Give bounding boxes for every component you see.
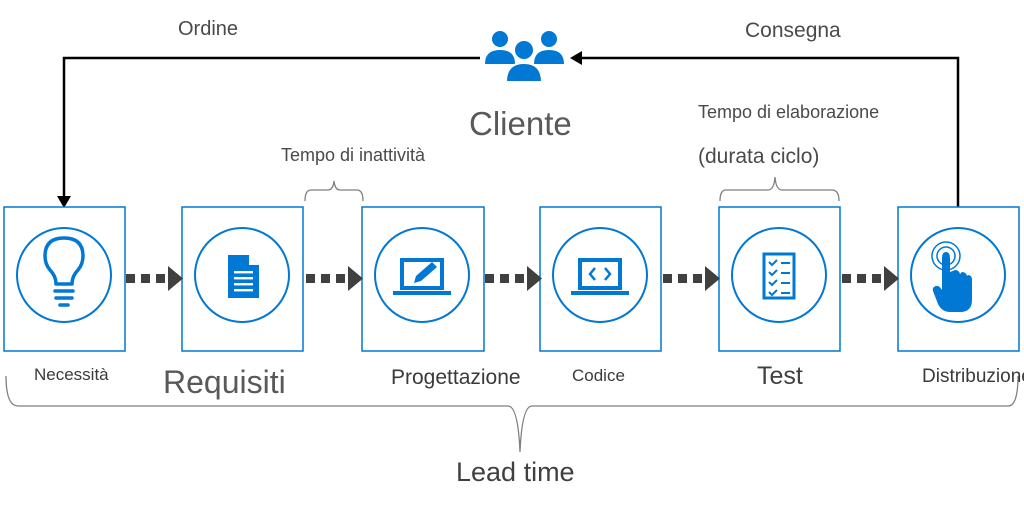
touch-hand-icon (931, 241, 972, 312)
stage-box-5 (718, 206, 841, 352)
checklist-icon (762, 252, 796, 300)
stage-box-1 (3, 206, 126, 352)
flow-arrow-3 (485, 266, 542, 291)
lead-time-label: Lead time (456, 457, 575, 487)
customer-group-icon (485, 31, 564, 83)
order-flow-line (57, 56, 480, 208)
stage-label-4: Codice (572, 366, 625, 385)
wait-time-brace (304, 180, 364, 202)
order-label: Ordine (178, 18, 239, 40)
laptop-code-icon (571, 258, 629, 295)
delivery-flow-line (570, 51, 960, 207)
process-time-label: Tempo di elaborazione (698, 102, 880, 122)
flow-arrow-2 (306, 266, 363, 291)
cycle-time-label: (durata ciclo) (698, 145, 820, 168)
flow-arrow-4 (663, 266, 720, 291)
stage-box-4 (539, 206, 662, 352)
stage-box-2 (181, 206, 304, 352)
stage-label-1: Necessità (34, 365, 109, 384)
delivery-label: Consegna (745, 19, 841, 42)
wait-time-label: Tempo di inattività (281, 145, 426, 165)
stage-label-2: Requisiti (163, 364, 286, 400)
stage-label-3: Progettazione (391, 366, 521, 389)
document-icon (228, 255, 259, 298)
lead-time-brace (5, 375, 1019, 453)
laptop-pencil-icon (393, 258, 451, 295)
flow-arrow-5 (842, 266, 899, 291)
stage-label-5: Test (757, 362, 803, 390)
process-time-brace (719, 176, 840, 202)
lightbulb-icon (43, 236, 85, 307)
stage-label-6: Distribuzione (922, 366, 1024, 387)
flow-arrow-1 (126, 266, 183, 291)
customer-label: Cliente (469, 105, 572, 142)
